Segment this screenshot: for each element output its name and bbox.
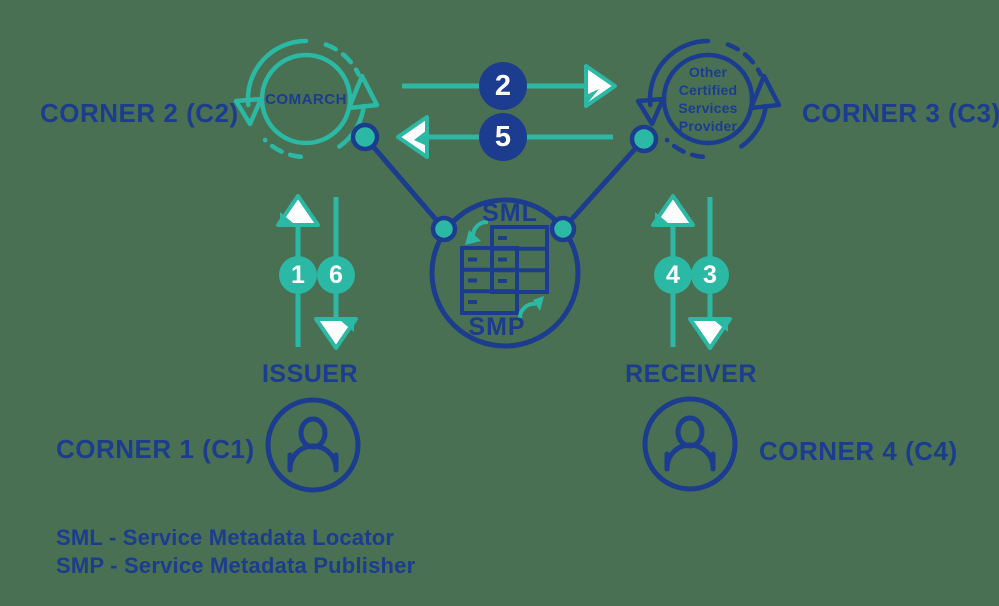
corner3-label: CORNER 3 (C3) bbox=[802, 98, 999, 128]
arrowhead-up bbox=[651, 194, 695, 227]
provider-line-1: Other bbox=[688, 64, 728, 80]
registry-left-dot bbox=[430, 215, 458, 243]
smp-label: SMP bbox=[468, 313, 526, 341]
step-2-badge: 2 bbox=[479, 62, 527, 110]
legend-smp: SMP - Service Metadata Publisher bbox=[56, 553, 416, 578]
corner4-label: CORNER 4 (C4) bbox=[759, 436, 958, 466]
registry-right-dot bbox=[549, 215, 577, 243]
comarch-label: COMARCH bbox=[265, 91, 347, 108]
arrowhead-down bbox=[314, 317, 358, 350]
server-icon bbox=[460, 225, 549, 315]
corner1-label: CORNER 1 (C1) bbox=[56, 434, 255, 464]
step-1-badge: 1 bbox=[279, 256, 317, 294]
step-3-badge: 3 bbox=[691, 256, 729, 294]
step-6-badge: 6 bbox=[317, 256, 355, 294]
receiver-person-icon bbox=[645, 399, 735, 489]
provider-line-4: Provider bbox=[678, 118, 738, 134]
sync-arrowhead-up bbox=[533, 296, 544, 311]
connector-c3-registry bbox=[561, 137, 646, 231]
connector-c2-registry bbox=[363, 135, 446, 231]
legend-sml: SML - Service Metadata Locator bbox=[56, 525, 395, 550]
issuer-label: ISSUER bbox=[261, 360, 359, 388]
sml-smp-circle bbox=[429, 197, 581, 349]
corner2-label: CORNER 2 (C2) bbox=[40, 98, 239, 128]
arrowhead-up bbox=[276, 194, 320, 227]
issuer-person-icon bbox=[268, 400, 358, 490]
c3-node-dot bbox=[629, 124, 659, 154]
provider-line-2: Certified bbox=[678, 82, 738, 98]
arrowhead-right bbox=[584, 64, 617, 108]
connector-dots bbox=[350, 122, 659, 243]
other-provider-label: Other Certified Services Provider bbox=[648, 63, 768, 135]
c2-node-dot bbox=[350, 122, 380, 152]
provider-line-3: Services bbox=[678, 100, 738, 116]
receiver-label: RECEIVER bbox=[625, 360, 757, 388]
sync-arrowhead-down bbox=[465, 230, 481, 245]
arrowhead-down bbox=[688, 317, 732, 350]
step-4-badge: 4 bbox=[654, 256, 692, 294]
step-5-badge: 5 bbox=[479, 113, 527, 161]
sync-arrows-icon bbox=[465, 219, 544, 319]
sml-label: SML bbox=[482, 199, 538, 227]
